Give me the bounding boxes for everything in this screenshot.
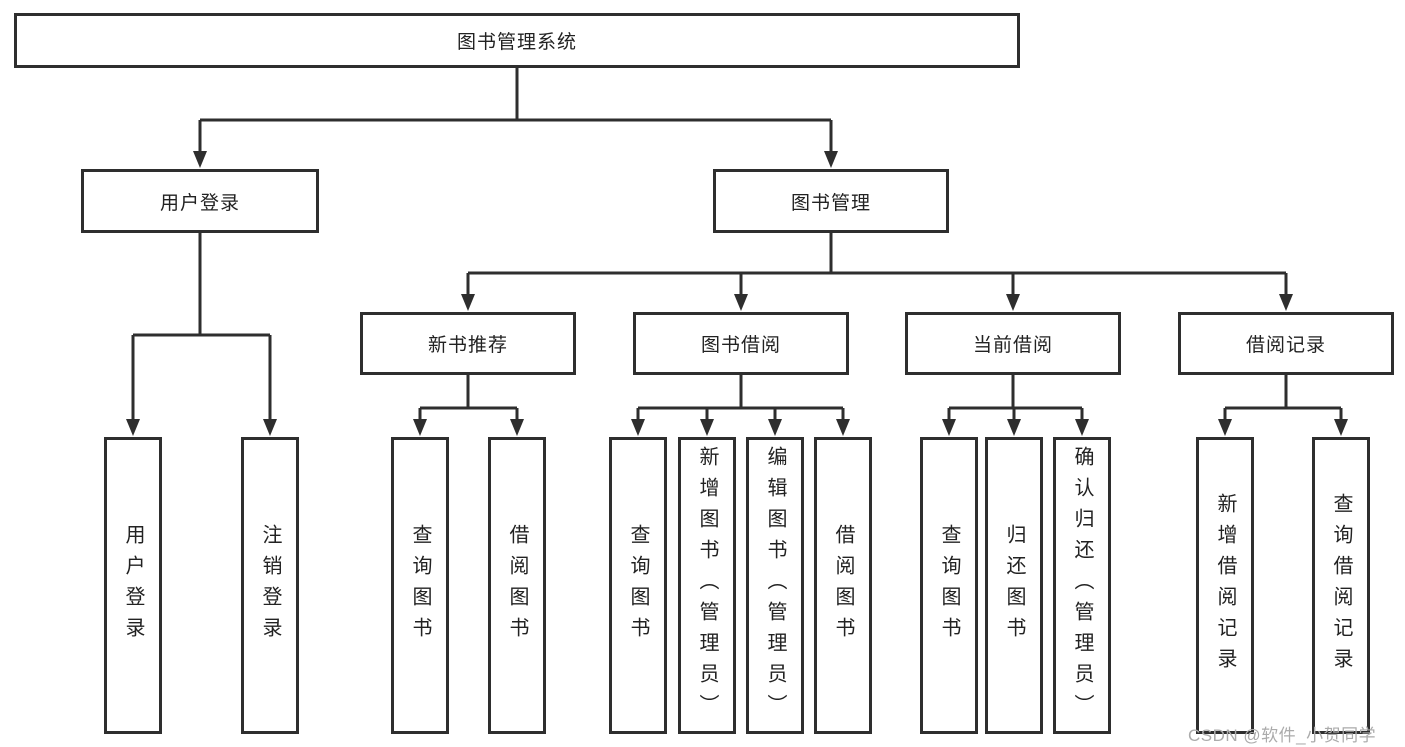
leaf-return-books: 归还图书: [985, 437, 1043, 734]
leaf-borrowing-borrow-books: 借阅图书: [814, 437, 872, 734]
leaf-recommend-query-books: 查询图书: [391, 437, 449, 734]
node-borrowing-records: 借阅记录: [1178, 312, 1394, 375]
leaf-add-borrow-record: 新增借阅记录: [1196, 437, 1254, 734]
leaf-recommend-borrow-books: 借阅图书: [488, 437, 546, 734]
node-new-book-recommend: 新书推荐: [360, 312, 576, 375]
leaf-borrowing-query-books: 查询图书: [609, 437, 667, 734]
leaf-current-query-books: 查询图书: [920, 437, 978, 734]
node-book-borrowing: 图书借阅: [633, 312, 849, 375]
leaf-user-login: 用户登录: [104, 437, 162, 734]
node-current-borrowing: 当前借阅: [905, 312, 1121, 375]
leaf-edit-book-admin: 编辑图书（管理员）: [746, 437, 804, 734]
leaf-logout: 注销登录: [241, 437, 299, 734]
leaf-confirm-return-admin: 确认归还（管理员）: [1053, 437, 1111, 734]
node-book-management: 图书管理: [713, 169, 949, 233]
csdn-watermark: CSDN @软件_小贺同学: [1188, 726, 1377, 745]
node-user-login: 用户登录: [81, 169, 319, 233]
node-library-system: 图书管理系统: [14, 13, 1020, 68]
leaf-add-book-admin: 新增图书（管理员）: [678, 437, 736, 734]
leaf-query-borrow-record: 查询借阅记录: [1312, 437, 1370, 734]
